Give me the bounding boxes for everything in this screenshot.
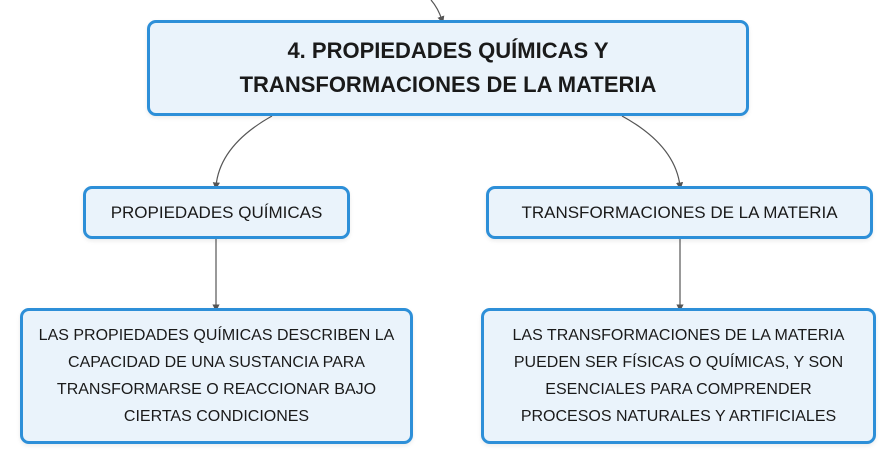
root-topic-title: 4. PROPIEDADES QUÍMICAS Y TRANSFORMACION… (239, 38, 657, 97)
detail-text-propiedades-quimicas: LAS PROPIEDADES QUÍMICAS DESCRIBEN LA CA… (38, 327, 395, 425)
connector-root-to-left (212, 115, 273, 190)
subtopic-node-propiedades-quimicas[interactable]: PROPIEDADES QUÍMICAS (83, 186, 350, 239)
subtopic-node-transformaciones[interactable]: TRANSFORMACIONES DE LA MATERIA (486, 186, 873, 239)
connector-root-to-right (621, 115, 684, 190)
subtopic-label-transformaciones: TRANSFORMACIONES DE LA MATERIA (521, 202, 838, 222)
root-topic-node[interactable]: 4. PROPIEDADES QUÍMICAS Y TRANSFORMACION… (147, 20, 749, 116)
detail-node-propiedades-quimicas[interactable]: LAS PROPIEDADES QUÍMICAS DESCRIBEN LA CA… (20, 308, 413, 444)
detail-node-transformaciones[interactable]: LAS TRANSFORMACIONES DE LA MATERIA PUEDE… (481, 308, 876, 444)
detail-text-transformaciones: LAS TRANSFORMACIONES DE LA MATERIA PUEDE… (512, 327, 845, 425)
subtopic-label-propiedades-quimicas: PROPIEDADES QUÍMICAS (110, 202, 323, 222)
connector-incoming-root (430, 0, 445, 24)
